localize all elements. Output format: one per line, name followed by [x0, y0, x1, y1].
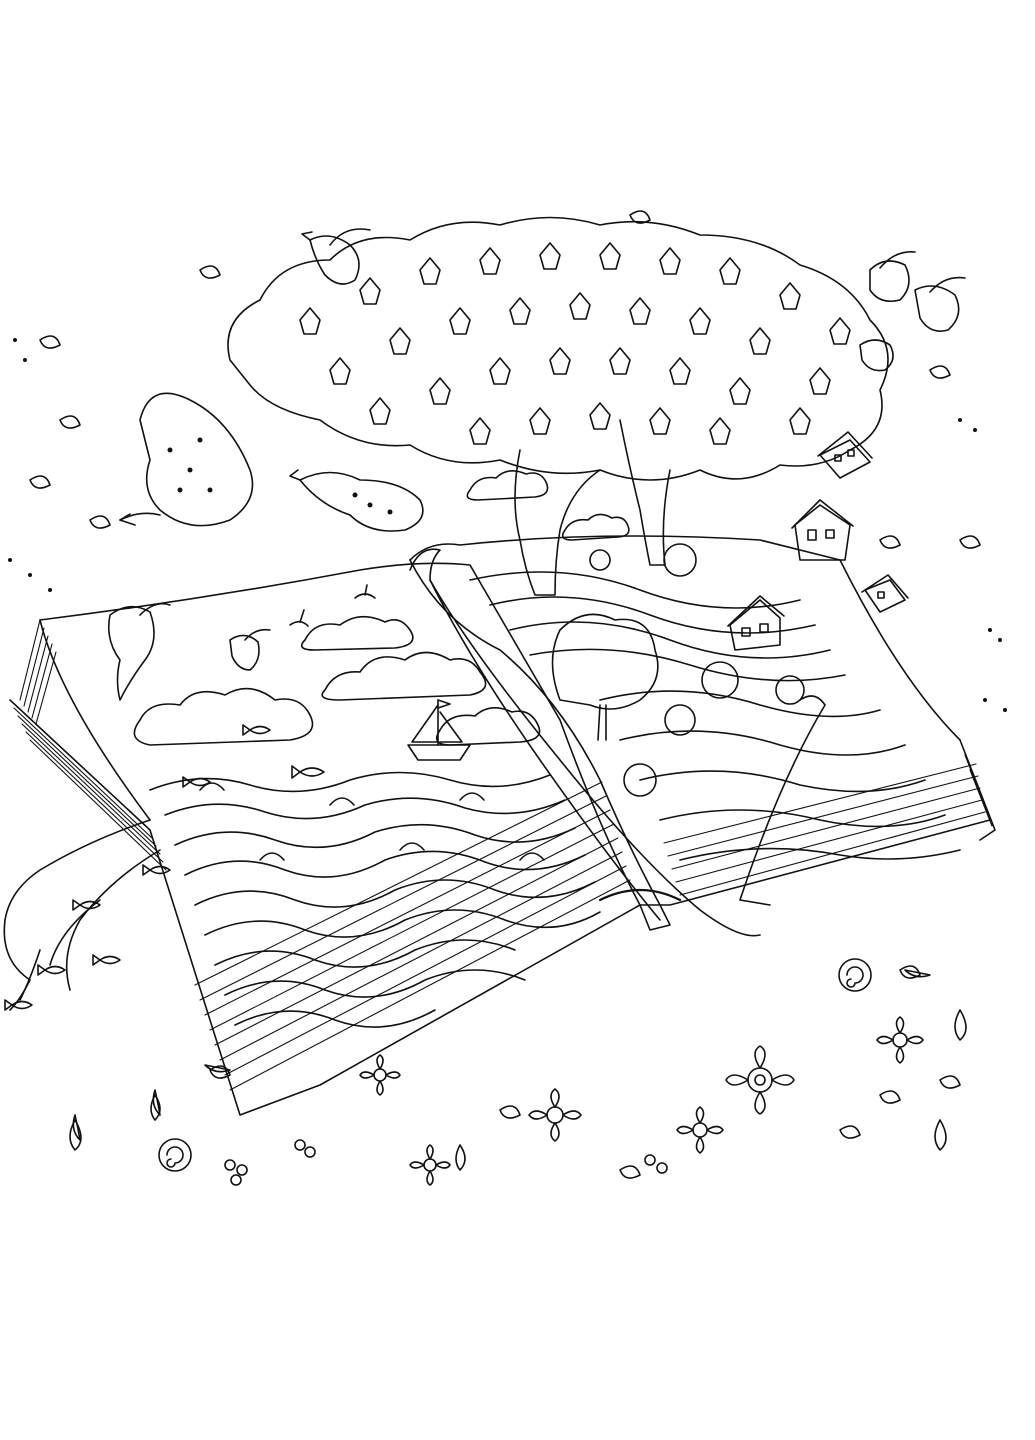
- house: [727, 595, 785, 651]
- big-tree: [227, 216, 889, 596]
- house: [817, 431, 873, 479]
- cloud: [300, 615, 414, 651]
- ocean-waves: [149, 771, 601, 1028]
- sailboat: [407, 699, 471, 761]
- bird: [229, 628, 271, 671]
- bird: [119, 392, 254, 527]
- left-page: [3, 562, 641, 1028]
- right-page: [409, 470, 961, 906]
- fish: [4, 724, 325, 1011]
- rose: [838, 958, 872, 992]
- cloud: [466, 470, 549, 501]
- house: [791, 499, 854, 561]
- berries: [224, 1139, 668, 1186]
- flower: [359, 1054, 401, 1096]
- floating-houses: [791, 431, 909, 613]
- bird: [289, 609, 309, 627]
- flowers: [29, 210, 981, 1186]
- tree-trunk: [514, 449, 601, 596]
- birds: [107, 228, 966, 701]
- cloud: [561, 513, 630, 541]
- tree-canopy: [227, 216, 889, 481]
- leaves: [29, 210, 981, 1179]
- book-page-stack: [9, 699, 991, 1116]
- water-spill: [3, 819, 161, 1011]
- open-book: [9, 619, 996, 1116]
- bush: [623, 763, 657, 797]
- bush: [664, 704, 696, 736]
- flower: [676, 1106, 724, 1154]
- bush: [775, 675, 805, 705]
- flower: [528, 1088, 582, 1142]
- cloud: [321, 651, 487, 701]
- cloud: [133, 687, 314, 746]
- specks: [8, 338, 1007, 712]
- bush: [589, 549, 611, 571]
- bird: [914, 276, 966, 332]
- ribbon-bookmark: [409, 548, 826, 937]
- bird: [354, 584, 376, 599]
- bird: [107, 602, 171, 701]
- rose: [158, 1138, 192, 1172]
- small-tree: [551, 613, 659, 741]
- flower: [409, 1144, 451, 1186]
- hills: [469, 571, 961, 861]
- flower: [725, 1045, 795, 1115]
- flower: [876, 1016, 924, 1064]
- bush: [701, 661, 739, 699]
- bird: [869, 251, 916, 303]
- bush: [663, 543, 697, 577]
- cloud: [435, 707, 541, 746]
- bird: [859, 339, 894, 372]
- petals: [72, 969, 931, 1141]
- house: [861, 574, 909, 613]
- bird: [289, 469, 424, 532]
- book-spine: [598, 888, 682, 902]
- bird: [301, 228, 371, 285]
